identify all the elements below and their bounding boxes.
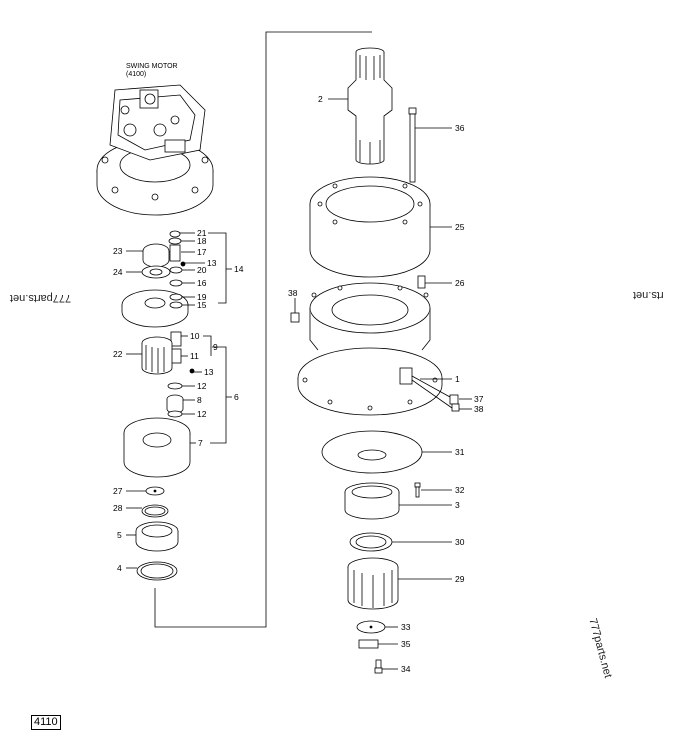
part-number-31: 31 [455, 447, 465, 457]
part-number-9: 9 [213, 342, 218, 352]
part-number-24: 24 [113, 267, 123, 277]
left-part-numbers: 21 18 17 13 20 14 23 24 16 19 15 10 9 11… [113, 228, 244, 573]
part-number-3: 3 [455, 500, 460, 510]
part-number-20: 20 [197, 265, 207, 275]
part-number-13: 13 [204, 367, 214, 377]
part-number-14: 14 [234, 264, 244, 274]
part-number-19: 19 [197, 292, 207, 302]
part-number-16: 16 [197, 278, 207, 288]
part-number-12: 12 [197, 409, 207, 419]
part-number-26: 26 [455, 278, 465, 288]
part-number-2: 2 [318, 94, 323, 104]
part-number-5: 5 [117, 530, 122, 540]
part-number-7: 7 [198, 438, 203, 448]
swing-motor-drawing [96, 84, 214, 216]
part-number-34: 34 [401, 664, 411, 674]
part-number-38: 38 [288, 288, 298, 298]
part-number-33: 33 [401, 622, 411, 632]
part-number-11: 11 [190, 351, 199, 361]
part-number-12: 12 [197, 381, 207, 391]
right-part-numbers: 2 36 25 26 38 1 37 38 31 32 3 30 29 33 3… [288, 94, 484, 674]
part-number-30: 30 [455, 537, 465, 547]
left-leader-lines [126, 232, 232, 569]
swing-motor-label: SWING MOTOR [126, 63, 178, 70]
part-number-32: 32 [455, 485, 465, 495]
watermark-text: 777parts.net [10, 292, 72, 304]
part-number-25: 25 [455, 222, 465, 232]
part-number-4: 4 [117, 563, 122, 573]
part-number-27: 27 [113, 486, 123, 496]
part-number-22: 22 [113, 349, 123, 359]
part-number-15: 15 [197, 300, 207, 310]
part-number-23: 23 [113, 246, 123, 256]
part-number-28: 28 [113, 503, 123, 513]
part-number-35: 35 [401, 639, 411, 649]
assembly-link-line [154, 31, 372, 628]
part-number-38: 38 [474, 404, 484, 414]
part-number-36: 36 [455, 123, 465, 133]
part-number-21: 21 [197, 228, 207, 238]
part-number-8: 8 [197, 395, 202, 405]
part-number-13: 13 [207, 258, 217, 268]
right-stack-drawing [290, 47, 460, 674]
part-number-6: 6 [234, 392, 239, 402]
part-number-10: 10 [190, 331, 200, 341]
part-number-18: 18 [197, 236, 207, 246]
left-stack-drawing [121, 230, 195, 581]
part-number-1: 1 [455, 374, 460, 384]
page-reference-box: 4110 [31, 715, 61, 730]
part-number-17: 17 [197, 247, 207, 257]
part-number-29: 29 [455, 574, 465, 584]
right-leader-lines [294, 98, 472, 670]
part-number-37: 37 [474, 394, 484, 404]
swing-motor-code: (4100) [126, 71, 146, 78]
watermark-text: rts.net [633, 289, 664, 301]
